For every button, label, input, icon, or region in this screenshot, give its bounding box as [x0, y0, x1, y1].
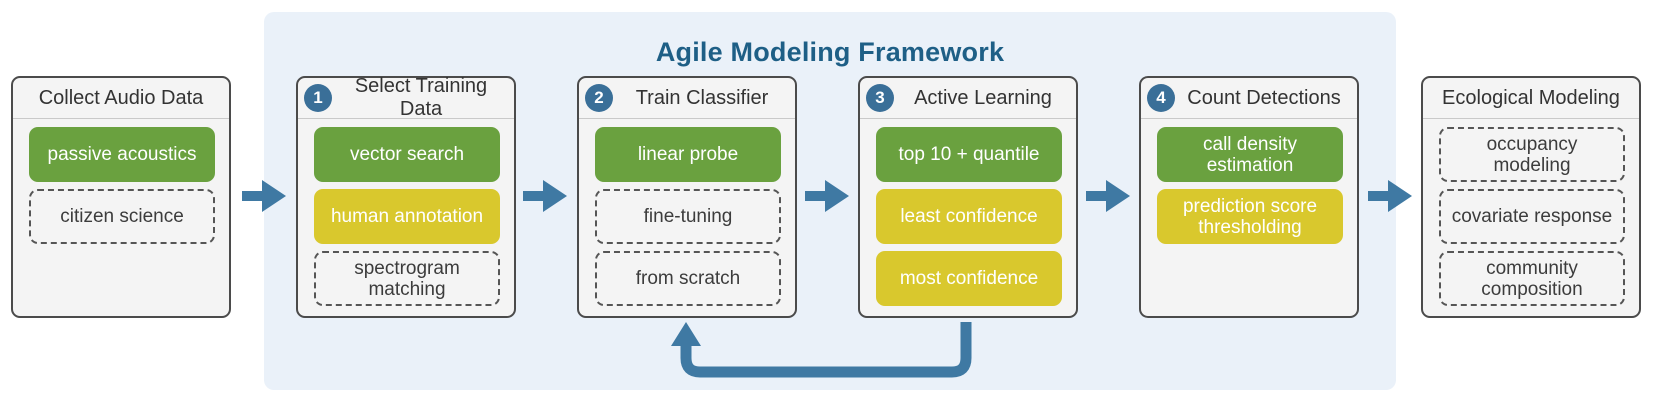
step-number-badge: 4: [1147, 84, 1175, 112]
arrow-up-icon: [671, 322, 701, 346]
stage-active-learning: 3 Active Learning top 10 + quantile leas…: [858, 76, 1078, 318]
framework-title: Agile Modeling Framework: [655, 37, 1005, 67]
arrow-right-icon: [1368, 180, 1412, 212]
stage-header: Collect Audio Data: [13, 78, 229, 119]
stage-header: 4 Count Detections: [1141, 78, 1357, 119]
method-least-confidence: least confidence: [876, 189, 1062, 244]
method-occupancy-modeling: occupancy modeling: [1439, 127, 1625, 182]
method-fine-tuning: fine-tuning: [595, 189, 781, 244]
method-from-scratch: from scratch: [595, 251, 781, 306]
method-linear-probe: linear probe: [595, 127, 781, 182]
stage-title: Active Learning: [914, 86, 1052, 109]
stage-ecological-modeling: Ecological Modeling occupancy modeling c…: [1421, 76, 1641, 318]
stage-header: Ecological Modeling: [1423, 78, 1639, 119]
method-most-confidence: most confidence: [876, 251, 1062, 306]
step-number-badge: 2: [585, 84, 613, 112]
stage-select-training-data: 1 Select Training Data vector search hum…: [296, 75, 516, 318]
method-passive-acoustics: passive acoustics: [29, 127, 215, 182]
method-community-composition: community composition: [1439, 251, 1625, 306]
stage-title: Select Training Data: [354, 75, 488, 120]
stage-header: 3 Active Learning: [860, 78, 1076, 119]
arrow-right-icon: [523, 180, 567, 212]
stage-header: 1 Select Training Data: [298, 75, 514, 120]
step-number-badge: 1: [304, 84, 332, 112]
arrow-right-icon: [805, 180, 849, 212]
stage-collect-audio-data: Collect Audio Data passive acoustics cit…: [11, 76, 231, 318]
stage-train-classifier: 2 Train Classifier linear probe fine-tun…: [577, 76, 797, 318]
arrow-right-icon: [242, 180, 286, 212]
step-number-badge: 3: [866, 84, 894, 112]
method-citizen-science: citizen science: [29, 189, 215, 244]
method-human-annotation: human annotation: [314, 189, 500, 244]
stage-title: Collect Audio Data: [38, 86, 204, 109]
stage-count-detections: 4 Count Detections call density estimati…: [1139, 76, 1359, 318]
method-prediction-score-thresholding: prediction score thresholding: [1157, 189, 1343, 244]
stage-title: Ecological Modeling: [1442, 86, 1620, 109]
method-spectrogram-matching: spectrogram matching: [314, 251, 500, 306]
method-top-10-quantile: top 10 + quantile: [876, 127, 1062, 182]
stage-title: Count Detections: [1187, 86, 1341, 109]
stage-header: 2 Train Classifier: [579, 78, 795, 119]
method-vector-search: vector search: [314, 127, 500, 182]
method-call-density-estimation: call density estimation: [1157, 127, 1343, 182]
arrow-right-icon: [1086, 180, 1130, 212]
method-covariate-response: covariate response: [1439, 189, 1625, 244]
stage-title: Train Classifier: [635, 86, 769, 109]
feedback-loop-arrow: [680, 322, 972, 378]
